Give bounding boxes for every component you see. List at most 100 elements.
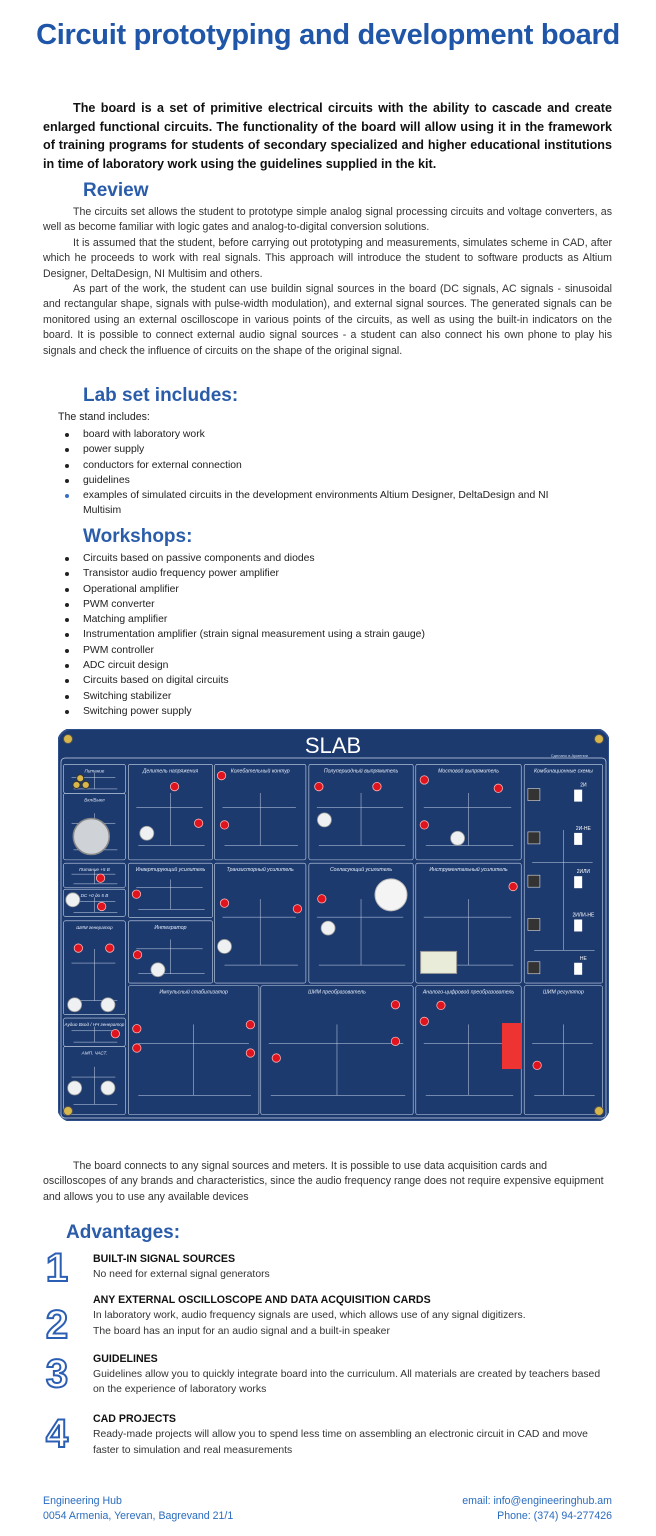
circuit-trace bbox=[71, 1066, 118, 1105]
circuit-trace bbox=[268, 1024, 406, 1096]
email-link[interactable]: email: info@engineeringhub.am bbox=[462, 1495, 612, 1507]
board-panel bbox=[63, 1046, 126, 1115]
list-item: Operational amplifier bbox=[58, 582, 598, 597]
test-point bbox=[131, 889, 142, 899]
advantage-item: CAD PROJECTS Ready-made projects will al… bbox=[93, 1413, 588, 1456]
advantage-item: ANY EXTERNAL OSCILLOSCOPE AND DATA ACQUI… bbox=[93, 1294, 526, 1337]
board-panel bbox=[63, 792, 126, 861]
gate-chip bbox=[574, 832, 583, 845]
test-point bbox=[390, 1036, 401, 1046]
board-panel-label: АМП. ЧАСТ. bbox=[81, 1050, 108, 1055]
test-point bbox=[216, 771, 227, 781]
potentiometer-knob bbox=[139, 825, 155, 841]
board-panel bbox=[415, 862, 522, 984]
board-panel-label: DC +0 до 5 В bbox=[81, 893, 109, 898]
test-point bbox=[73, 943, 83, 953]
circuit-trace bbox=[136, 1024, 251, 1096]
review-paragraph: The circuits set allows the student to p… bbox=[43, 206, 612, 234]
test-point bbox=[419, 775, 429, 785]
circuit-trace bbox=[222, 899, 298, 966]
mounting-hole bbox=[63, 734, 73, 744]
led-bar bbox=[502, 1023, 522, 1070]
workshops-list: Circuits based on passive components and… bbox=[58, 551, 598, 719]
test-point bbox=[95, 873, 106, 883]
number-4-icon: 4 bbox=[45, 1411, 69, 1457]
board-panel-label: Транзисторный усилитель bbox=[227, 866, 294, 873]
board-panel-label: Аудио Вход / НЧ генератор bbox=[64, 1022, 125, 1027]
list-item: PWM controller bbox=[58, 643, 598, 658]
potentiometer-knob bbox=[217, 939, 232, 954]
list-item: ADC circuit design bbox=[58, 658, 598, 673]
board-panel bbox=[214, 763, 307, 861]
footer-right: email: info@engineeringhub.am Phone: (37… bbox=[462, 1494, 612, 1524]
button-switch bbox=[527, 831, 541, 845]
test-point bbox=[508, 881, 518, 892]
potentiometer-knob bbox=[67, 1080, 83, 1096]
advantages-heading: Advantages: bbox=[66, 1222, 181, 1243]
test-point bbox=[194, 818, 204, 828]
circuit-trace bbox=[71, 870, 118, 885]
board-panel-label: Питание bbox=[85, 768, 105, 773]
test-point bbox=[132, 950, 143, 960]
test-point bbox=[390, 1000, 401, 1010]
test-point bbox=[271, 1053, 281, 1063]
review-paragraph: As part of the work, the student can use… bbox=[43, 283, 612, 357]
button-switch bbox=[527, 788, 541, 801]
board-panel-label: Мостовой выпрямитель bbox=[438, 767, 499, 774]
potentiometer-knob bbox=[316, 812, 332, 828]
list-item: Switching stabilizer bbox=[58, 689, 598, 704]
list-item: Circuits based on digital circuits bbox=[58, 673, 598, 688]
board-panel-label: Согласующий усилитель bbox=[330, 866, 392, 873]
test-point bbox=[105, 943, 115, 953]
board-frame bbox=[60, 757, 607, 1119]
power-jack bbox=[81, 780, 90, 790]
test-point bbox=[110, 1029, 120, 1039]
board-panel-label: ШИМ регулятор bbox=[543, 990, 584, 996]
button-switch bbox=[527, 918, 541, 931]
circuit-trace bbox=[222, 792, 298, 846]
board-panel-label: Инвертирующий усилитель bbox=[136, 866, 206, 873]
review-heading: Review bbox=[83, 180, 149, 201]
power-jack bbox=[72, 780, 81, 790]
test-point bbox=[317, 894, 327, 904]
mounting-hole bbox=[594, 734, 604, 744]
potentiometer-knob bbox=[320, 920, 336, 936]
board-panel-label: Колебательный контур bbox=[231, 767, 290, 774]
mounting-hole bbox=[594, 1106, 604, 1116]
page-title: Circuit prototyping and development boar… bbox=[36, 19, 620, 51]
circuit-trace bbox=[316, 899, 406, 966]
test-point bbox=[532, 1060, 542, 1070]
button-switch bbox=[527, 961, 541, 975]
board-panel-label: Комбинационные схемы bbox=[534, 768, 593, 774]
button-switch bbox=[527, 874, 541, 888]
potentiometer-knob bbox=[65, 892, 81, 908]
potentiometer-knob bbox=[150, 962, 166, 978]
test-point bbox=[132, 1043, 142, 1053]
board-panel bbox=[63, 888, 126, 917]
list-item: Transistor audio frequency power amplifi… bbox=[58, 566, 598, 581]
advantage-item: GUIDELINES Guidelines allow you to quick… bbox=[93, 1353, 601, 1395]
list-item: Instrumentation amplifier (strain signal… bbox=[58, 627, 598, 642]
gate-chip bbox=[574, 919, 583, 932]
gate-label: 2ИЛИ bbox=[577, 869, 591, 875]
advantage-item: BUILT-IN SIGNAL SOURCES No need for exte… bbox=[93, 1253, 270, 1280]
board-panel-label: Аналого-цифровой преобразователь bbox=[422, 989, 515, 996]
test-point bbox=[245, 1048, 255, 1058]
test-point bbox=[245, 1020, 255, 1030]
circuit-trace bbox=[423, 1024, 514, 1096]
labset-list: board with laboratory work power supply … bbox=[58, 427, 578, 519]
test-point bbox=[493, 783, 503, 793]
labset-heading: Lab set includes: bbox=[83, 385, 239, 406]
number-2-icon: 2 bbox=[45, 1302, 69, 1348]
board-panel bbox=[415, 763, 522, 861]
test-point bbox=[419, 1016, 429, 1026]
test-point bbox=[314, 782, 324, 792]
board-logo: SLAB bbox=[305, 733, 361, 758]
test-point bbox=[219, 820, 230, 830]
labset-intro: The stand includes: bbox=[58, 411, 150, 423]
test-point bbox=[436, 1000, 446, 1010]
board-panel bbox=[308, 763, 414, 861]
review-paragraph: It is assumed that the student, before c… bbox=[43, 236, 612, 280]
gate-chip bbox=[574, 876, 583, 889]
list-item: conductors for external connection bbox=[58, 458, 578, 473]
